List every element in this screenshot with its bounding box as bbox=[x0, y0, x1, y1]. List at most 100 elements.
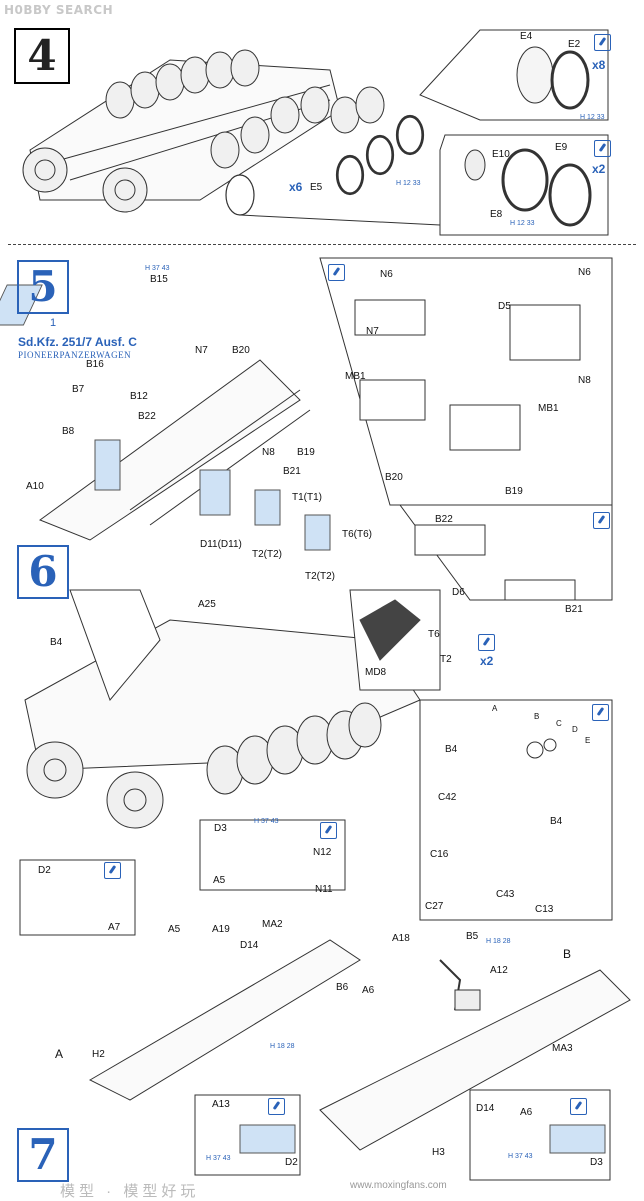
part-label: E10 bbox=[492, 149, 510, 160]
quantity-badge: x2 bbox=[480, 654, 494, 668]
glue-icon bbox=[592, 704, 609, 721]
part-label: T2(T2) bbox=[252, 549, 282, 560]
paint-ref: H 37 43 bbox=[508, 1153, 533, 1160]
part-label: N8 bbox=[578, 375, 591, 386]
part-label: N11 bbox=[315, 884, 333, 895]
part-label: B22 bbox=[138, 411, 156, 422]
paint-ref: H 37 43 bbox=[206, 1155, 231, 1162]
glue-icon bbox=[594, 140, 611, 157]
part-label: B4 bbox=[445, 744, 458, 755]
part-label: D14 bbox=[240, 940, 259, 951]
part-label: N6 bbox=[380, 269, 393, 280]
step-6-box: 6 bbox=[17, 545, 69, 599]
header-brand: H0BBY SEARCH bbox=[4, 3, 114, 17]
part-label: D14 bbox=[476, 1103, 495, 1114]
part-label: C43 bbox=[496, 889, 515, 900]
part-label: N7 bbox=[366, 326, 379, 337]
part-label: A13 bbox=[212, 1099, 230, 1110]
watermark-url: www.moxingfans.com bbox=[350, 1180, 447, 1191]
part-label: H2 bbox=[92, 1049, 105, 1060]
part-label: E5 bbox=[310, 182, 323, 193]
part-label: B20 bbox=[232, 345, 250, 356]
part-label: D11(D11) bbox=[200, 539, 242, 550]
glue-icon bbox=[593, 512, 610, 529]
part-label: C bbox=[556, 719, 562, 728]
part-label: T2(T2) bbox=[305, 571, 335, 582]
part-label: D3 bbox=[214, 823, 227, 834]
part-label: E9 bbox=[555, 142, 568, 153]
part-label: H3 bbox=[432, 1147, 445, 1158]
glue-icon bbox=[594, 34, 611, 51]
part-label: E bbox=[585, 736, 591, 745]
vehicle-subtitle: PIONEERPANZERWAGEN bbox=[18, 350, 132, 360]
option-number: 1 bbox=[50, 317, 57, 329]
part-label: E4 bbox=[520, 31, 533, 42]
paint-ref: H 18 28 bbox=[270, 1043, 295, 1050]
glue-icon bbox=[320, 822, 337, 839]
paint-ref: H 37 43 bbox=[254, 818, 279, 825]
part-label: A12 bbox=[490, 965, 508, 976]
part-label: D6 bbox=[452, 587, 465, 598]
step-number: 4 bbox=[27, 31, 57, 80]
part-label: T6 bbox=[428, 629, 440, 640]
part-label: MA3 bbox=[552, 1043, 573, 1054]
paint-ref: H 12 33 bbox=[580, 114, 605, 121]
part-label: A bbox=[492, 704, 498, 713]
part-label: B22 bbox=[435, 514, 453, 525]
watermark-cn: 模型 · 模型好玩 bbox=[60, 1183, 200, 1200]
part-label: B5 bbox=[466, 931, 479, 942]
glue-icon bbox=[570, 1098, 587, 1115]
part-label: D2 bbox=[38, 865, 51, 876]
quantity-badge: x2 bbox=[592, 162, 606, 176]
part-label: C16 bbox=[430, 849, 449, 860]
part-label: MA2 bbox=[262, 919, 283, 930]
part-label: E2 bbox=[568, 39, 581, 50]
part-label: C13 bbox=[535, 904, 554, 915]
part-label: MD8 bbox=[365, 667, 387, 678]
callout-marker: B bbox=[563, 947, 572, 961]
quantity-badge: x8 bbox=[592, 58, 606, 72]
part-label: T6(T6) bbox=[342, 529, 372, 540]
part-label: A5 bbox=[213, 875, 226, 886]
part-label: D5 bbox=[498, 301, 511, 312]
step-7-box: 7 bbox=[17, 1128, 69, 1182]
paint-ref: H 18 28 bbox=[486, 938, 511, 945]
part-label: A5 bbox=[168, 924, 181, 935]
part-label: B4 bbox=[550, 816, 563, 827]
part-label: A19 bbox=[212, 924, 230, 935]
glue-icon bbox=[268, 1098, 285, 1115]
vehicle-name: Sd.Kfz. 251/7 Ausf. C bbox=[18, 335, 137, 349]
part-label: C27 bbox=[425, 901, 444, 912]
step-divider bbox=[8, 244, 636, 245]
paint-ref: H 12 33 bbox=[510, 220, 535, 227]
part-label: N7 bbox=[195, 345, 208, 356]
paint-ref: H 12 33 bbox=[396, 180, 421, 187]
part-label: A10 bbox=[26, 481, 44, 492]
step-4-box: 4 bbox=[14, 28, 70, 84]
callout-marker: A bbox=[55, 1047, 64, 1061]
part-label: B bbox=[534, 712, 540, 721]
part-label: B15 bbox=[150, 274, 168, 285]
part-label: N8 bbox=[262, 447, 275, 458]
part-label: B7 bbox=[72, 384, 85, 395]
part-label: B19 bbox=[297, 447, 315, 458]
step-number: 7 bbox=[28, 1130, 58, 1179]
glue-icon bbox=[104, 862, 121, 879]
part-label: A6 bbox=[520, 1107, 533, 1118]
part-label: C42 bbox=[438, 792, 457, 803]
part-label: A25 bbox=[198, 599, 216, 610]
part-label: B12 bbox=[130, 391, 148, 402]
step-5-box: 5 bbox=[17, 260, 69, 314]
part-label: A18 bbox=[392, 933, 410, 944]
part-label: B8 bbox=[62, 426, 75, 437]
part-label: B16 bbox=[86, 359, 104, 370]
part-label: E8 bbox=[490, 209, 503, 220]
part-label: T2 bbox=[440, 654, 452, 665]
part-label: MB1 bbox=[345, 371, 366, 382]
part-label: MB1 bbox=[538, 403, 559, 414]
part-label: N6 bbox=[578, 267, 591, 278]
part-label: B4 bbox=[50, 637, 63, 648]
part-label: B21 bbox=[565, 604, 583, 615]
